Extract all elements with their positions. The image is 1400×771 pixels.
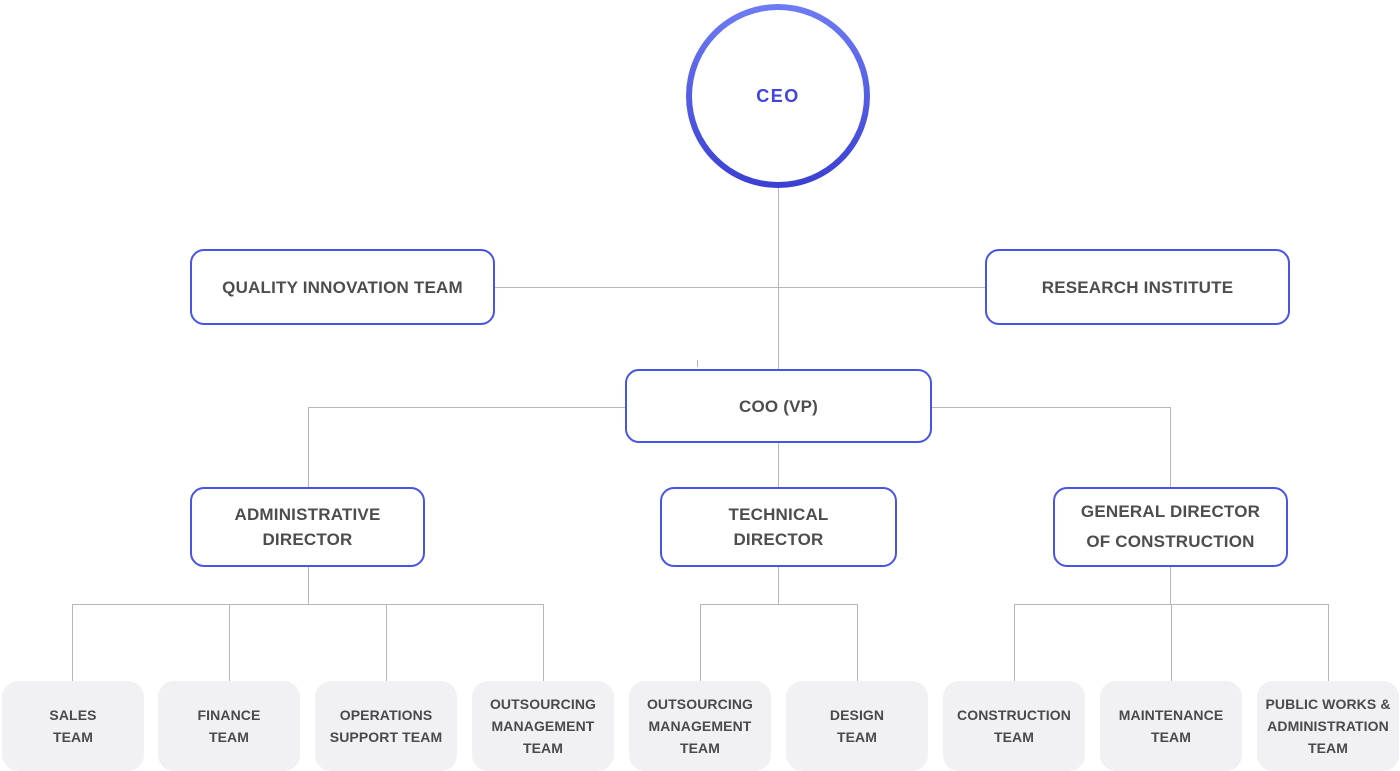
- node-label: SALES TEAM: [49, 707, 97, 745]
- connector-line: [308, 407, 309, 487]
- node-label: OUTSOURCING MANAGEMENT TEAM: [646, 696, 754, 756]
- node-label: PUBLIC WORKS & ADMINISTRATION TEAM: [1265, 696, 1391, 756]
- node-outsourcing-management-team-2: OUTSOURCING MANAGEMENT TEAM: [629, 681, 771, 771]
- node-finance-team: FINANCE TEAM: [158, 681, 300, 771]
- node-quality-innovation-team: QUALITY INNOVATION TEAM: [190, 249, 495, 325]
- node-coo: COO (VP): [625, 369, 932, 443]
- node-maintenance-team: MAINTENANCE TEAM: [1100, 681, 1242, 771]
- node-general-director-of-construction: GENERAL DIRECTOR OF CONSTRUCTION: [1053, 487, 1288, 567]
- node-label: ADMINISTRATIVE DIRECTOR: [234, 505, 381, 549]
- node-technical-director: TECHNICAL DIRECTOR: [660, 487, 897, 567]
- node-ceo: CEO: [686, 4, 870, 188]
- connector-line: [1014, 604, 1015, 681]
- connector-line: [1171, 604, 1172, 681]
- connector-line: [386, 604, 387, 681]
- connector-line: [495, 287, 985, 288]
- node-construction-team: CONSTRUCTION TEAM: [943, 681, 1085, 771]
- node-outsourcing-management-team-1: OUTSOURCING MANAGEMENT TEAM: [472, 681, 614, 771]
- connector-line: [697, 360, 698, 367]
- connector-line: [1170, 407, 1171, 487]
- connector-line: [778, 187, 779, 369]
- node-label: TECHNICAL DIRECTOR: [728, 505, 829, 549]
- node-administrative-director: ADMINISTRATIVE DIRECTOR: [190, 487, 425, 567]
- node-label: OUTSOURCING MANAGEMENT TEAM: [489, 696, 597, 756]
- node-ceo-inner: CEO: [692, 10, 864, 182]
- connector-line: [229, 604, 230, 681]
- node-label: OPERATIONS SUPPORT TEAM: [329, 707, 443, 745]
- connector-line: [932, 407, 1171, 408]
- connector-line: [543, 604, 544, 681]
- node-label: FINANCE TEAM: [197, 707, 261, 745]
- node-label: CONSTRUCTION TEAM: [957, 707, 1071, 745]
- connector-line: [778, 567, 779, 604]
- node-label: COO (VP): [738, 396, 819, 416]
- connector-line: [700, 604, 857, 605]
- connector-line: [72, 604, 543, 605]
- connector-line: [1328, 604, 1329, 681]
- node-label: RESEARCH INSTITUTE: [1041, 277, 1234, 297]
- node-design-team: DESIGN TEAM: [786, 681, 928, 771]
- ceo-label: CEO: [756, 85, 800, 106]
- node-label: MAINTENANCE TEAM: [1118, 707, 1224, 745]
- node-label: QUALITY INNOVATION TEAM: [222, 277, 463, 297]
- connector-line: [72, 604, 73, 681]
- connector-line: [778, 443, 779, 487]
- connector-line: [857, 604, 858, 681]
- node-operations-support-team: OPERATIONS SUPPORT TEAM: [315, 681, 457, 771]
- connector-line: [308, 567, 309, 604]
- connector-line: [308, 407, 625, 408]
- node-research-institute: RESEARCH INSTITUTE: [985, 249, 1290, 325]
- node-public-works-administration-team: PUBLIC WORKS & ADMINISTRATION TEAM: [1257, 681, 1399, 771]
- node-label: DESIGN TEAM: [829, 707, 885, 745]
- connector-line: [1170, 567, 1171, 604]
- connector-line: [700, 604, 701, 681]
- node-sales-team: SALES TEAM: [2, 681, 144, 771]
- node-label: GENERAL DIRECTOR OF CONSTRUCTION: [1080, 502, 1261, 551]
